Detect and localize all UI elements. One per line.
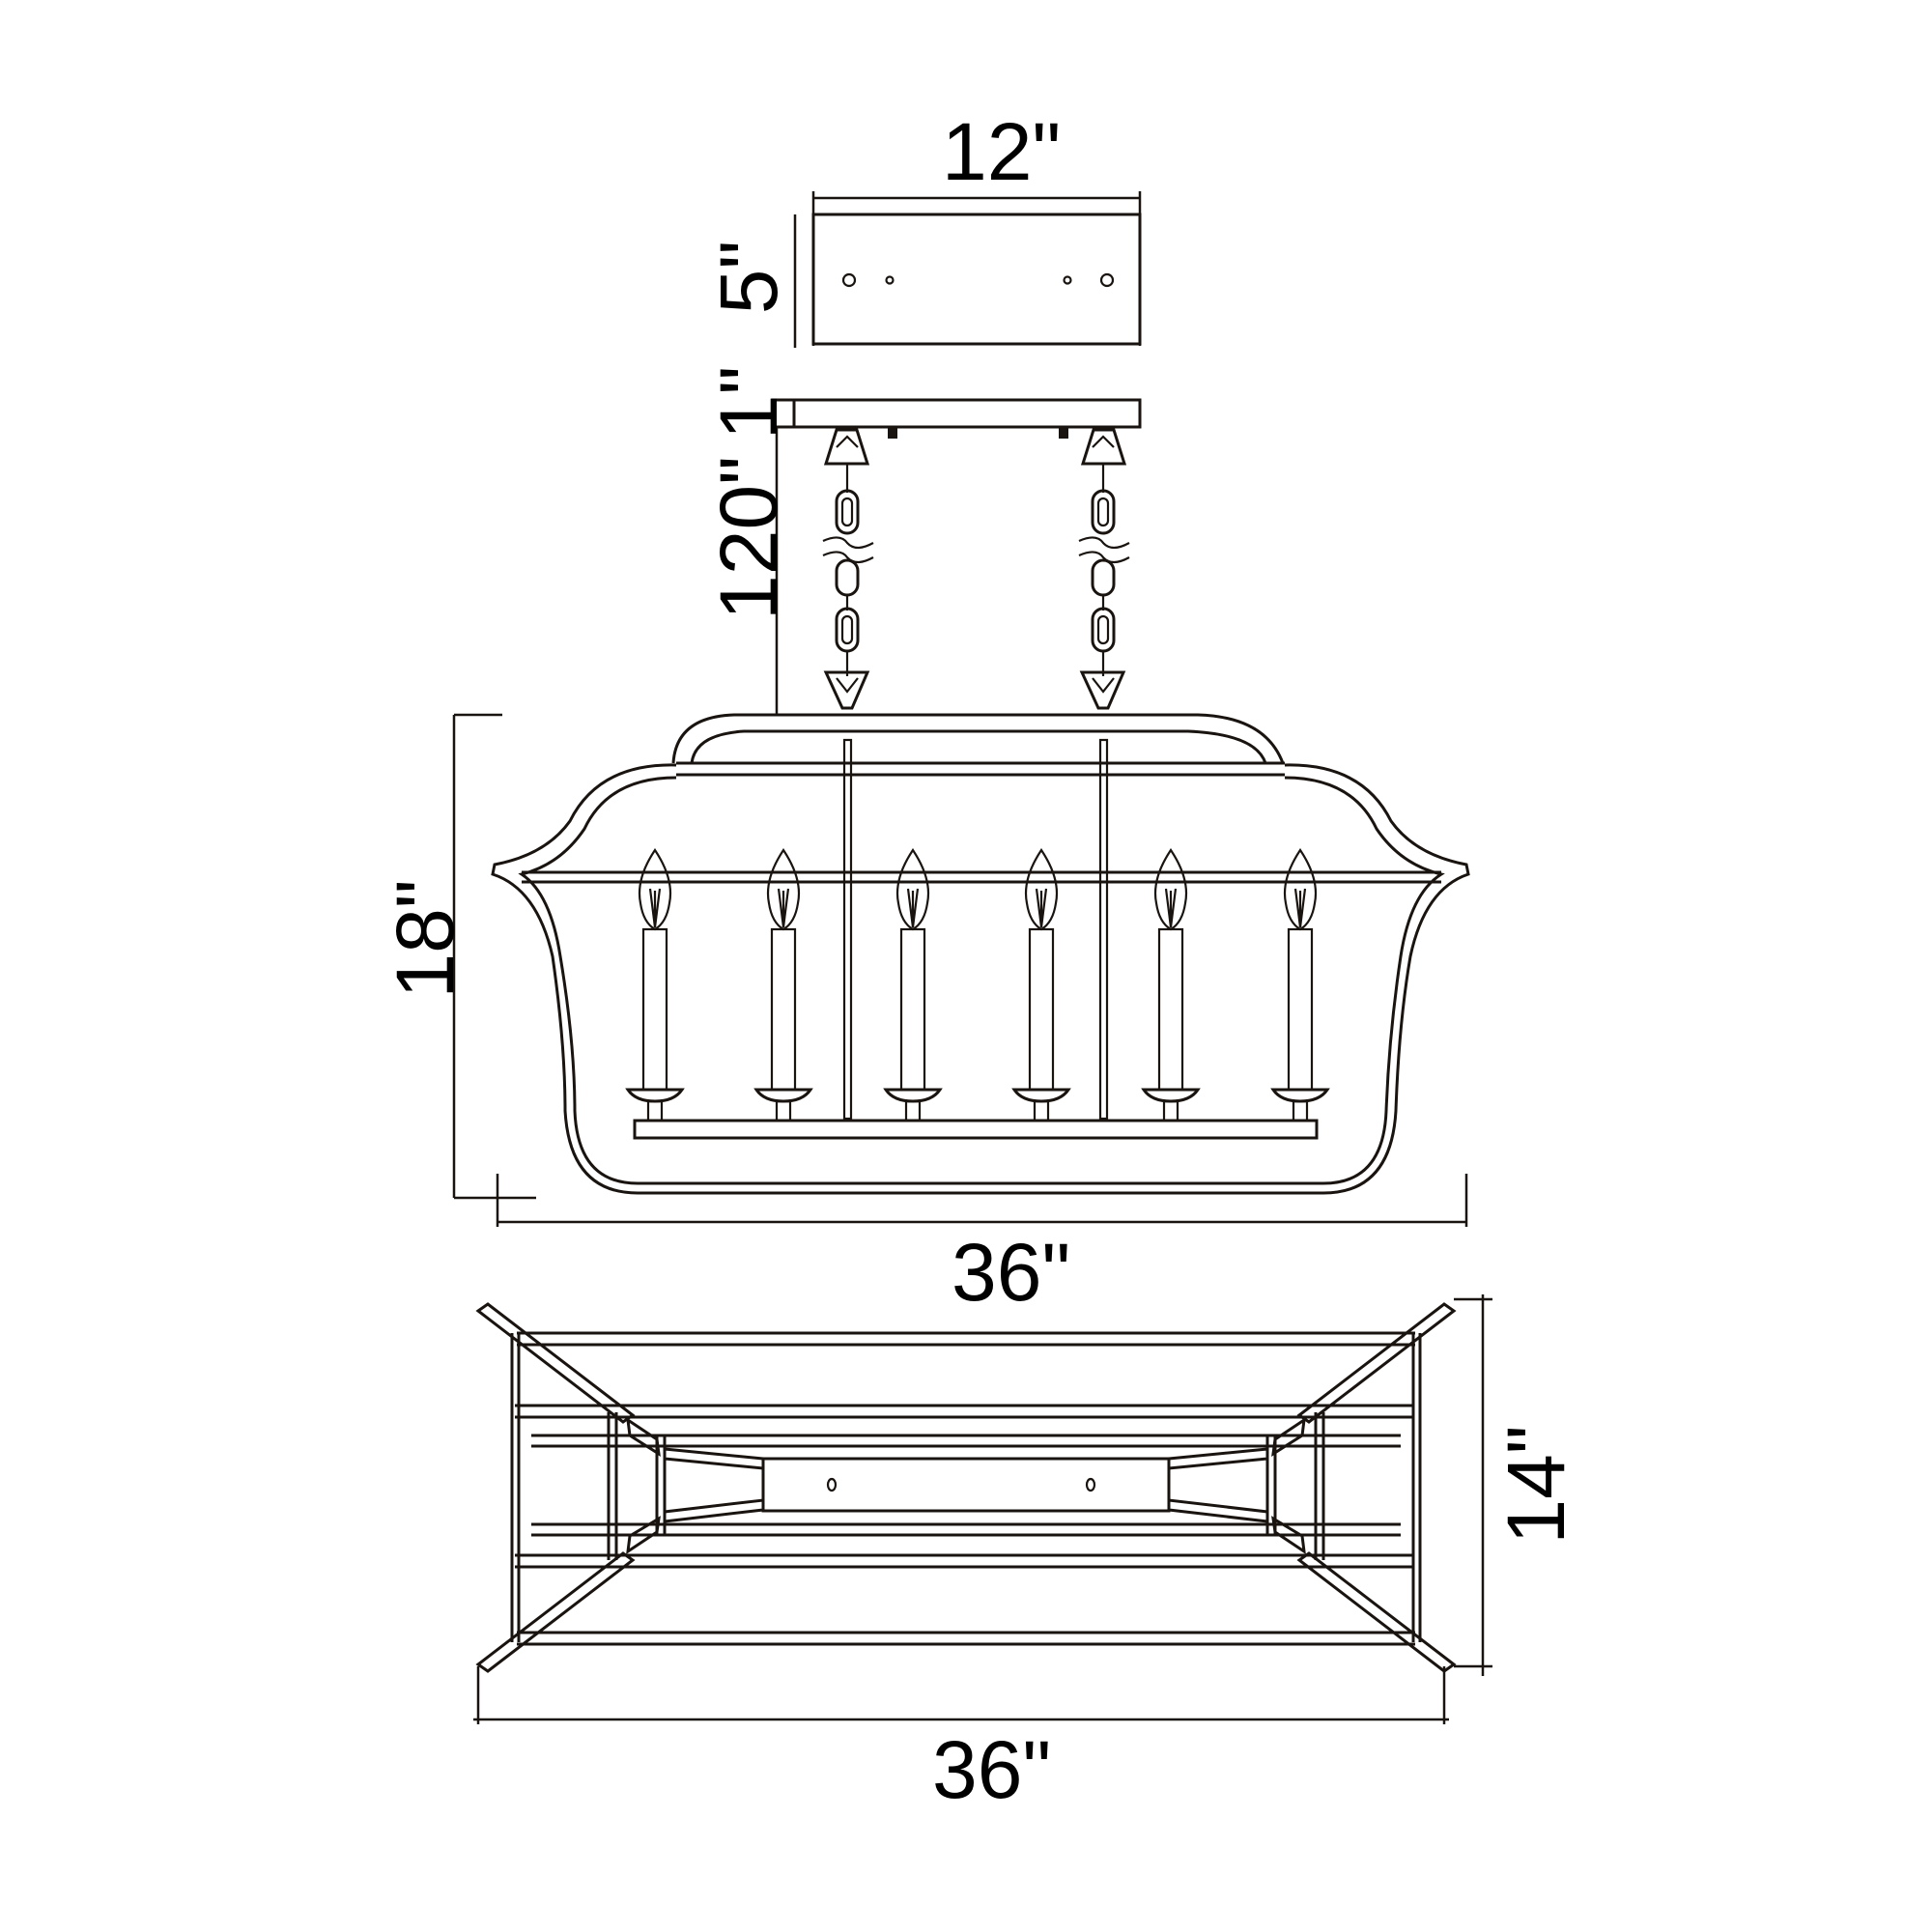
top-width-label: 36" xyxy=(932,1724,1052,1815)
candle-4 xyxy=(1011,848,1071,1122)
canopy-front-view xyxy=(793,191,1142,348)
chain-length-label: 120" xyxy=(703,456,794,620)
chain-right xyxy=(1078,428,1130,710)
canopy-plate xyxy=(771,398,1142,715)
candle-5 xyxy=(1141,848,1201,1122)
chandelier-side-view xyxy=(491,713,1470,1195)
canopy-height-label: 5" xyxy=(703,240,794,315)
candle-6 xyxy=(1270,848,1330,1122)
side-view-dimensions xyxy=(452,713,1468,1227)
candle-3 xyxy=(883,848,943,1122)
top-depth-label: 14" xyxy=(1491,1425,1581,1545)
side-height-label: 18" xyxy=(380,879,470,999)
chandelier-top-view xyxy=(475,1302,1457,1673)
side-width-label: 36" xyxy=(952,1227,1071,1318)
candles xyxy=(625,848,1330,1122)
chain-left xyxy=(822,428,874,710)
candle-1 xyxy=(625,848,685,1122)
candle-2 xyxy=(753,848,813,1122)
top-view-dimensions xyxy=(473,1294,1492,1724)
canopy-width-label: 12" xyxy=(942,106,1062,197)
